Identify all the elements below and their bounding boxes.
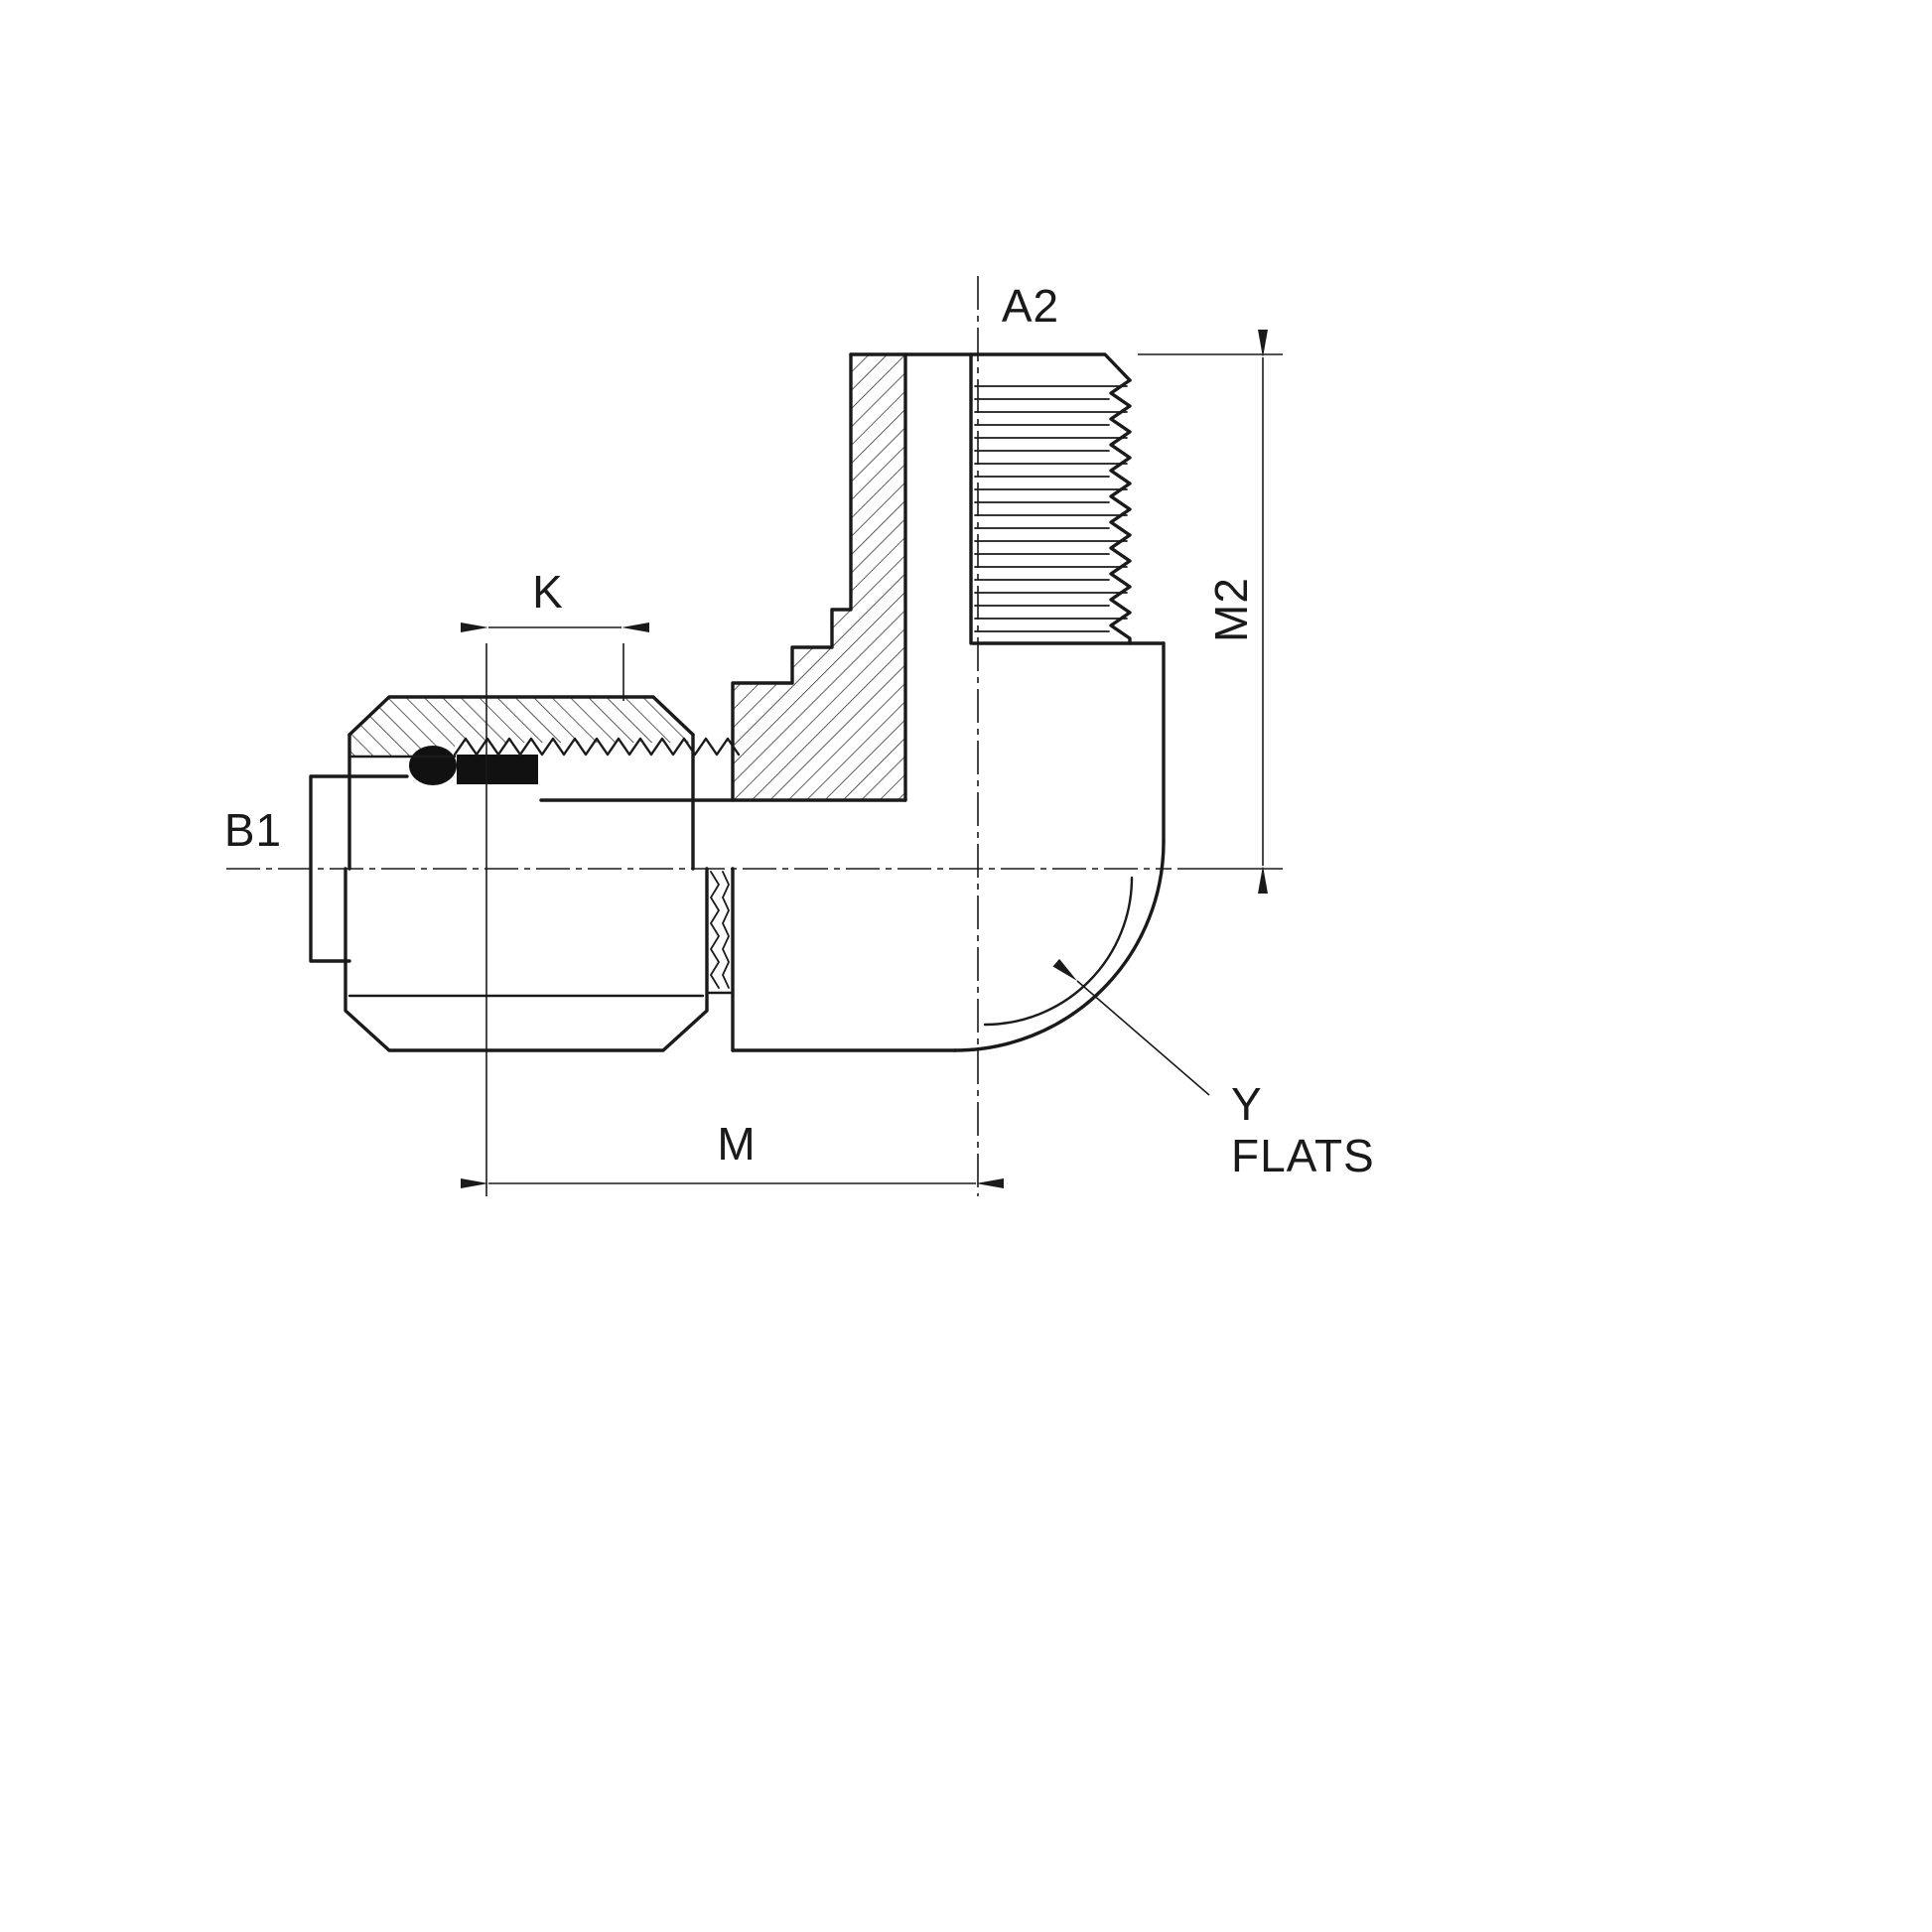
dimension-labels: A2 M2 K B1 M Y FLATS (224, 280, 1375, 1181)
label-m2: M2 (1205, 577, 1257, 642)
body-corner-arc (953, 840, 1166, 1052)
nut-top-outline (347, 695, 695, 737)
body-section-hatch (733, 354, 905, 800)
section-hatch-fills (349, 354, 905, 800)
nut-section-hatch (349, 697, 693, 757)
part-outlines (309, 352, 1166, 1052)
stud-top-face (849, 352, 1132, 382)
label-flats: FLATS (1231, 1130, 1375, 1181)
detail-lines (347, 737, 1134, 1027)
y-flats-leader-line (1052, 958, 1210, 1096)
exposed-thread-zigzag-2 (722, 871, 730, 989)
thread-detail-lines (709, 385, 1128, 989)
nut-lower-silhouette (344, 867, 709, 1052)
dimension-lines (461, 330, 1283, 1196)
label-b1: B1 (224, 804, 282, 856)
ferrule-sleeve (457, 755, 538, 784)
stud-left-profile (731, 352, 853, 802)
pipe-thread-profile (1109, 378, 1132, 645)
pipe-thread-crest-lines (974, 385, 1128, 632)
label-y: Y (1231, 1078, 1263, 1130)
o-ring-seal (409, 746, 457, 785)
centerlines (226, 276, 1172, 1196)
exposed-thread-zigzag-1 (709, 871, 721, 989)
label-k: K (532, 566, 564, 618)
label-a2: A2 (1002, 280, 1059, 332)
body-flats-arc (983, 876, 1134, 1027)
nut-thread-zigzag (453, 737, 741, 757)
label-m: M (717, 1118, 756, 1170)
